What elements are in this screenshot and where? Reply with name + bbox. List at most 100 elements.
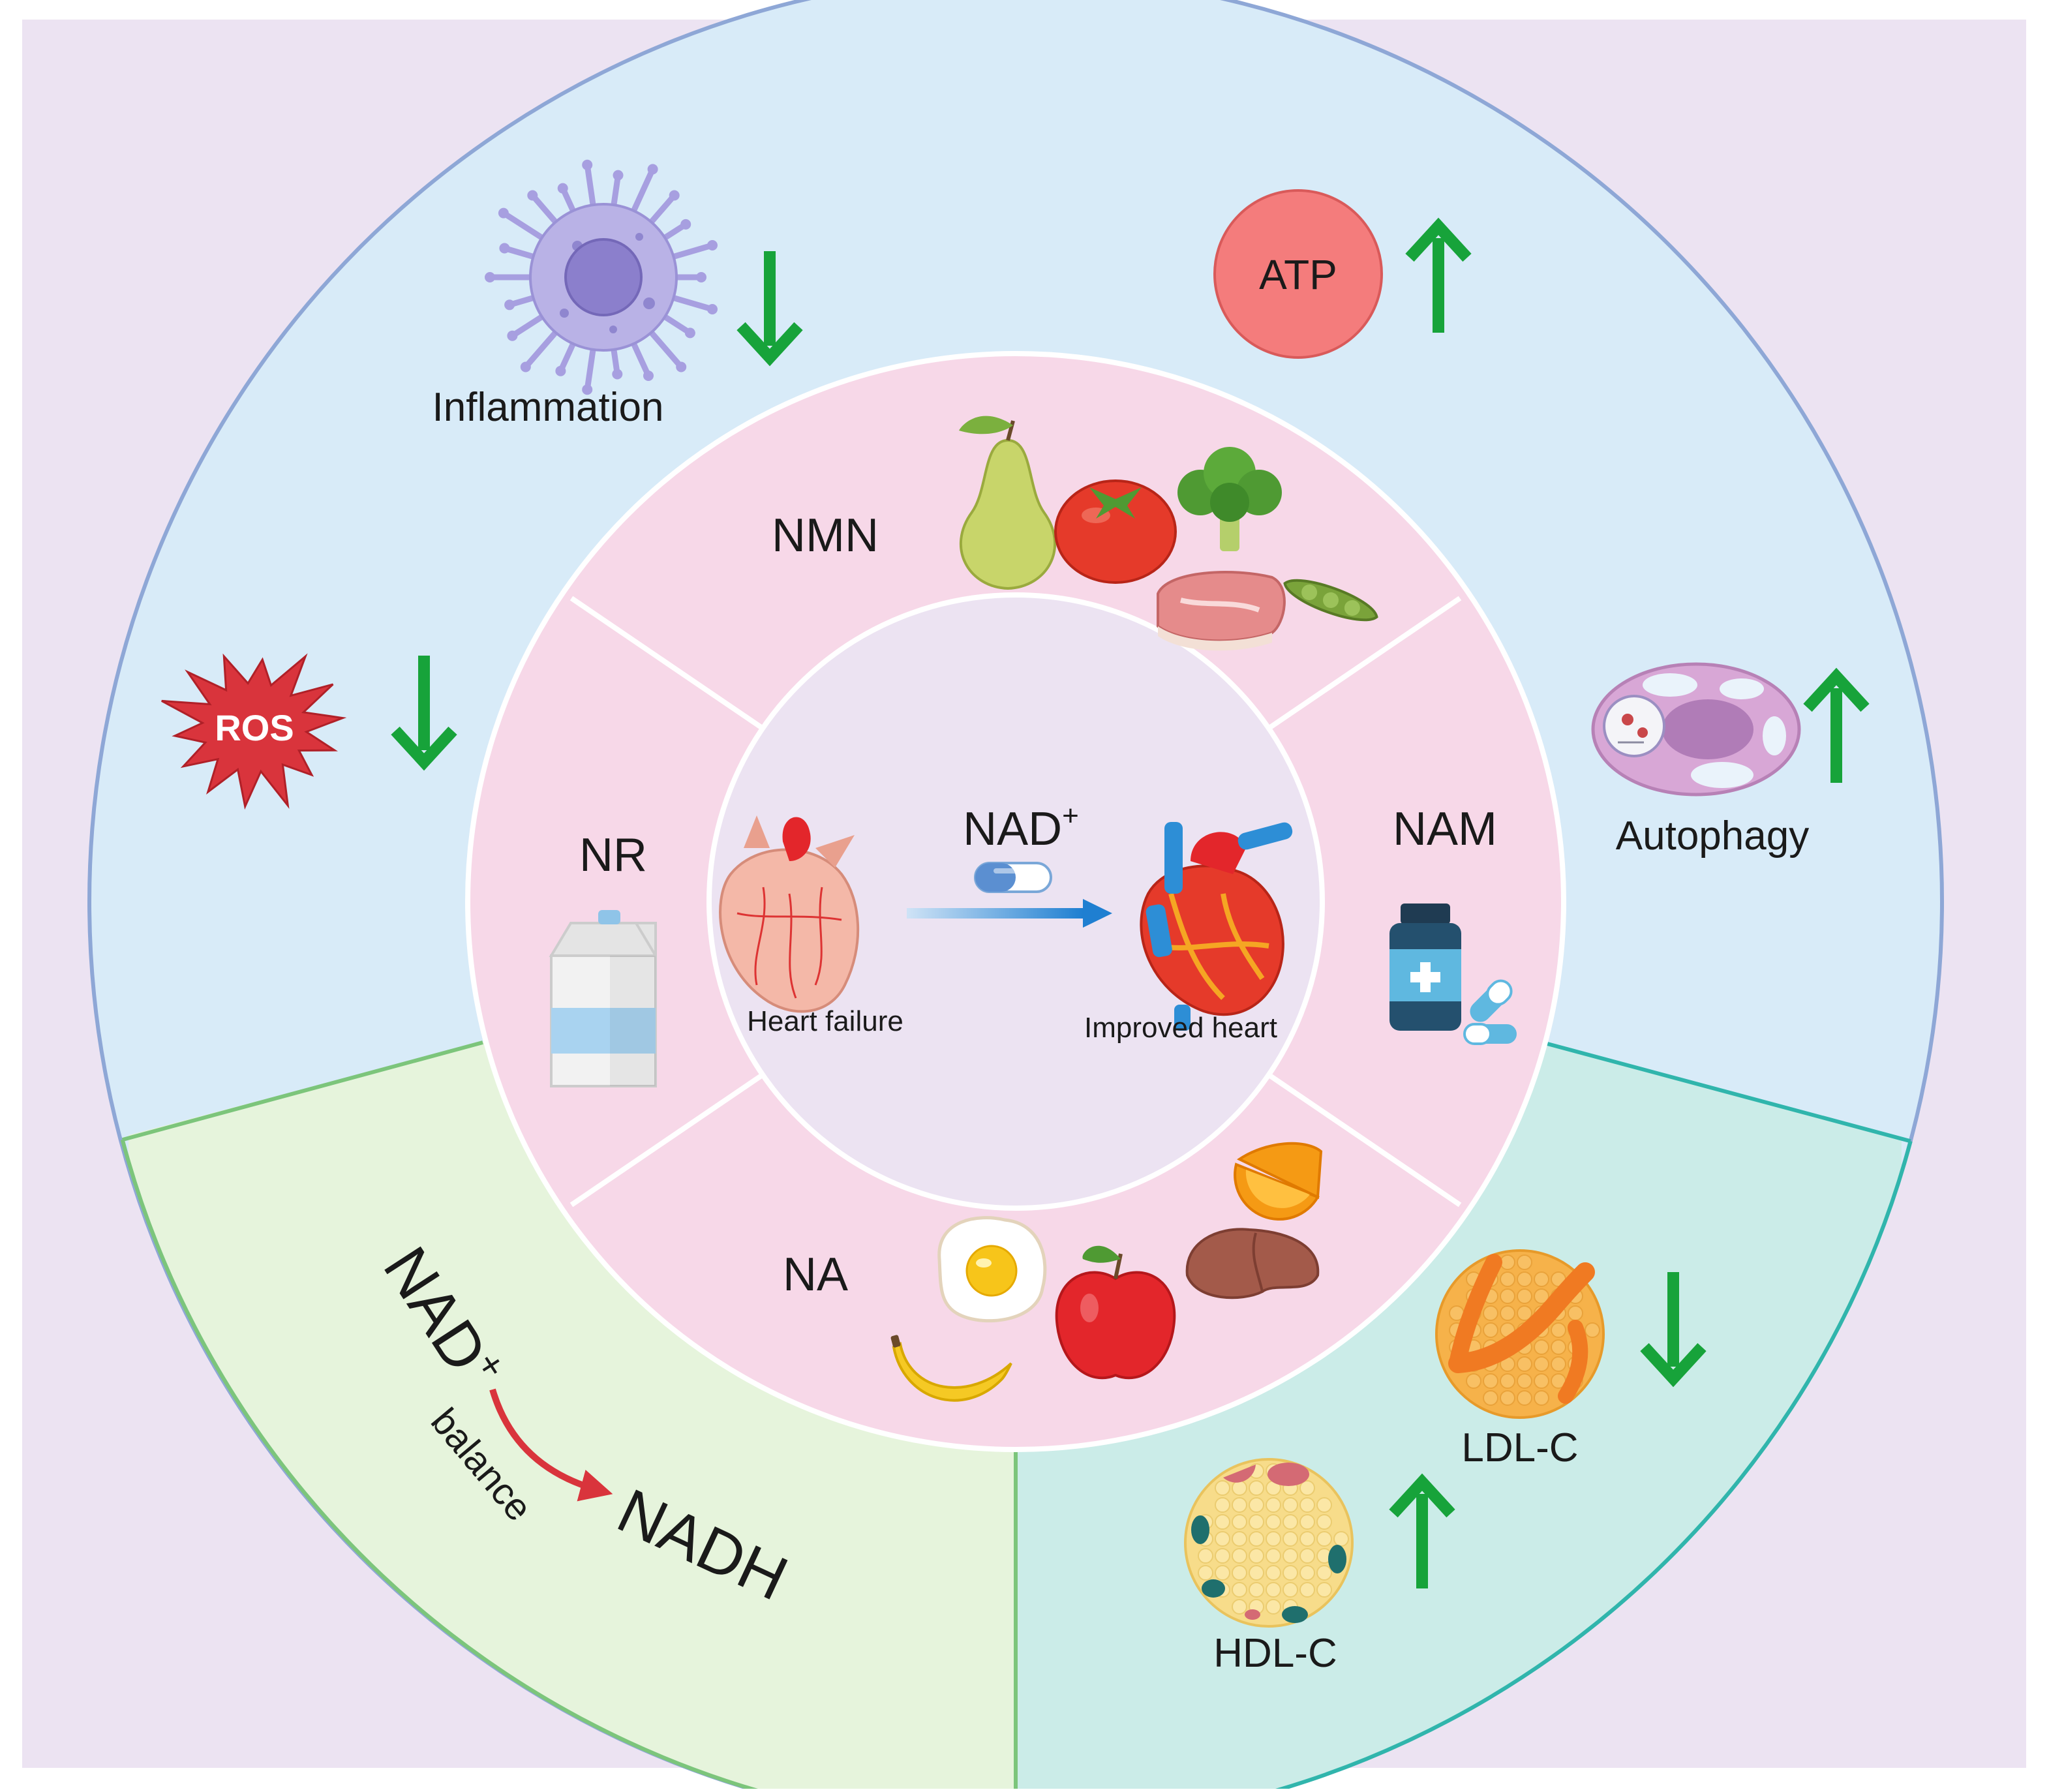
particle-dot bbox=[1483, 1390, 1498, 1406]
ros-down-arrow-icon bbox=[391, 656, 457, 771]
capsule-icon bbox=[1463, 979, 1517, 1045]
orange-slice-icon bbox=[1234, 1142, 1323, 1221]
particle-dot bbox=[1316, 1531, 1332, 1547]
center-capsule-icon bbox=[974, 862, 1052, 893]
particle-dot bbox=[1266, 1497, 1281, 1513]
particle-dot bbox=[1517, 1390, 1532, 1406]
particle-dot bbox=[1483, 1373, 1498, 1389]
atp-up-arrow-icon bbox=[1405, 217, 1472, 333]
particle-dot bbox=[1249, 1480, 1264, 1496]
particle-dot bbox=[1283, 1497, 1298, 1513]
particle-dot bbox=[1299, 1548, 1315, 1564]
center-nad-label: NAD+ bbox=[963, 800, 1079, 855]
cell-spike-tip bbox=[499, 243, 510, 254]
particle-dot bbox=[1500, 1288, 1515, 1304]
hdl-label: HDL-C bbox=[1213, 1631, 1337, 1676]
middle-ring-spoke-top-left bbox=[569, 596, 765, 731]
particle-dot bbox=[1466, 1373, 1481, 1389]
atp-badge: ATP bbox=[1213, 189, 1383, 359]
lower-right-divider bbox=[1547, 1042, 1911, 1144]
cell-spike-tip bbox=[696, 272, 706, 282]
particle-dot bbox=[1517, 1373, 1532, 1389]
particle-dot bbox=[1215, 1514, 1230, 1530]
particle-dot bbox=[1517, 1254, 1532, 1270]
atp-label: ATP bbox=[1259, 251, 1337, 298]
cell-spike-tip bbox=[669, 190, 680, 201]
broccoli-icon bbox=[1177, 447, 1282, 551]
particle-dot bbox=[1517, 1271, 1532, 1287]
particle-dot bbox=[1215, 1548, 1230, 1564]
particle-dot bbox=[1198, 1548, 1213, 1564]
treatment-arrow-head bbox=[1083, 899, 1112, 928]
particle-dot bbox=[1299, 1480, 1315, 1496]
ros-label: ROS bbox=[215, 707, 294, 748]
particle-dot bbox=[1283, 1582, 1298, 1598]
fried-egg-icon bbox=[937, 1216, 1047, 1323]
particle-dot bbox=[1534, 1390, 1549, 1406]
particle-dot bbox=[1534, 1271, 1549, 1287]
ros-burst: ROS bbox=[161, 653, 347, 810]
na-label: NA bbox=[783, 1249, 848, 1301]
particle-dot bbox=[1551, 1356, 1566, 1372]
center-circle bbox=[706, 592, 1325, 1211]
particle-dot bbox=[1249, 1565, 1264, 1581]
failing-heart-icon bbox=[719, 815, 860, 1013]
particle-dot bbox=[1534, 1356, 1549, 1372]
particle-dot bbox=[1198, 1565, 1213, 1581]
particle-dot bbox=[1283, 1565, 1298, 1581]
cell-spike-tip bbox=[680, 219, 691, 230]
middle-ring-spoke-bottom-left bbox=[569, 1072, 765, 1207]
improved-heart-label: Improved heart bbox=[1084, 1012, 1277, 1044]
particle-dot bbox=[1215, 1565, 1230, 1581]
particle-dot bbox=[1534, 1288, 1549, 1304]
middle-ring-spoke-bottom-right bbox=[1266, 1072, 1462, 1207]
inflammation-label: Inflammation bbox=[433, 385, 664, 430]
particle-dot bbox=[1232, 1582, 1247, 1598]
tomato-icon bbox=[1054, 479, 1177, 584]
particle-dot bbox=[1232, 1497, 1247, 1513]
lower-left-sector-arc bbox=[120, 1139, 770, 1792]
particle-dot bbox=[1517, 1356, 1532, 1372]
particle-dot bbox=[1500, 1390, 1515, 1406]
particle-dot bbox=[1316, 1582, 1332, 1598]
immune-cell-icon bbox=[485, 159, 718, 395]
cell-spike-tip bbox=[582, 159, 593, 170]
cell-spike-tip bbox=[707, 240, 718, 251]
treatment-arrow-shaft bbox=[907, 908, 1083, 919]
autophagy-label: Autophagy bbox=[1616, 813, 1809, 858]
particle-dot bbox=[1266, 1514, 1281, 1530]
particle-dot bbox=[1249, 1548, 1264, 1564]
liver-icon bbox=[1185, 1228, 1320, 1299]
cell-spike-tip bbox=[557, 183, 568, 194]
particle-dot bbox=[1299, 1565, 1315, 1581]
nr-label: NR bbox=[579, 829, 647, 881]
particle-dot bbox=[1266, 1582, 1281, 1598]
particle-dot bbox=[1299, 1497, 1315, 1513]
particle-dot bbox=[1299, 1582, 1315, 1598]
edamame-icon bbox=[1283, 579, 1378, 622]
cell-spike-tip bbox=[684, 327, 695, 339]
lower-right-sector-arc bbox=[1264, 1140, 1913, 1792]
particle-dot bbox=[1517, 1305, 1532, 1321]
particle-dot bbox=[1483, 1322, 1498, 1338]
particle-dot bbox=[1585, 1322, 1600, 1338]
particle-dot bbox=[1215, 1480, 1230, 1496]
meat-icon bbox=[1157, 571, 1286, 651]
particle-dot bbox=[1333, 1531, 1349, 1547]
medicine-bottle-icon bbox=[1389, 904, 1461, 1031]
cell-spike-tip bbox=[676, 361, 687, 372]
autophagy-up-arrow-icon bbox=[1803, 667, 1870, 783]
pear-icon bbox=[959, 416, 1056, 590]
milk-carton-icon bbox=[549, 910, 657, 1087]
particle-dot bbox=[1249, 1582, 1264, 1598]
particle-dot bbox=[1283, 1548, 1298, 1564]
cell-spike-tip bbox=[582, 384, 593, 395]
particle-dot bbox=[1316, 1514, 1332, 1530]
lower-left-divider bbox=[121, 1040, 483, 1142]
ldl-particle-icon bbox=[1435, 1249, 1605, 1419]
particle-dot bbox=[1232, 1565, 1247, 1581]
healthy-heart-icon bbox=[1140, 822, 1293, 1031]
particle-dot bbox=[1568, 1305, 1583, 1321]
particle-dot bbox=[1500, 1254, 1515, 1270]
